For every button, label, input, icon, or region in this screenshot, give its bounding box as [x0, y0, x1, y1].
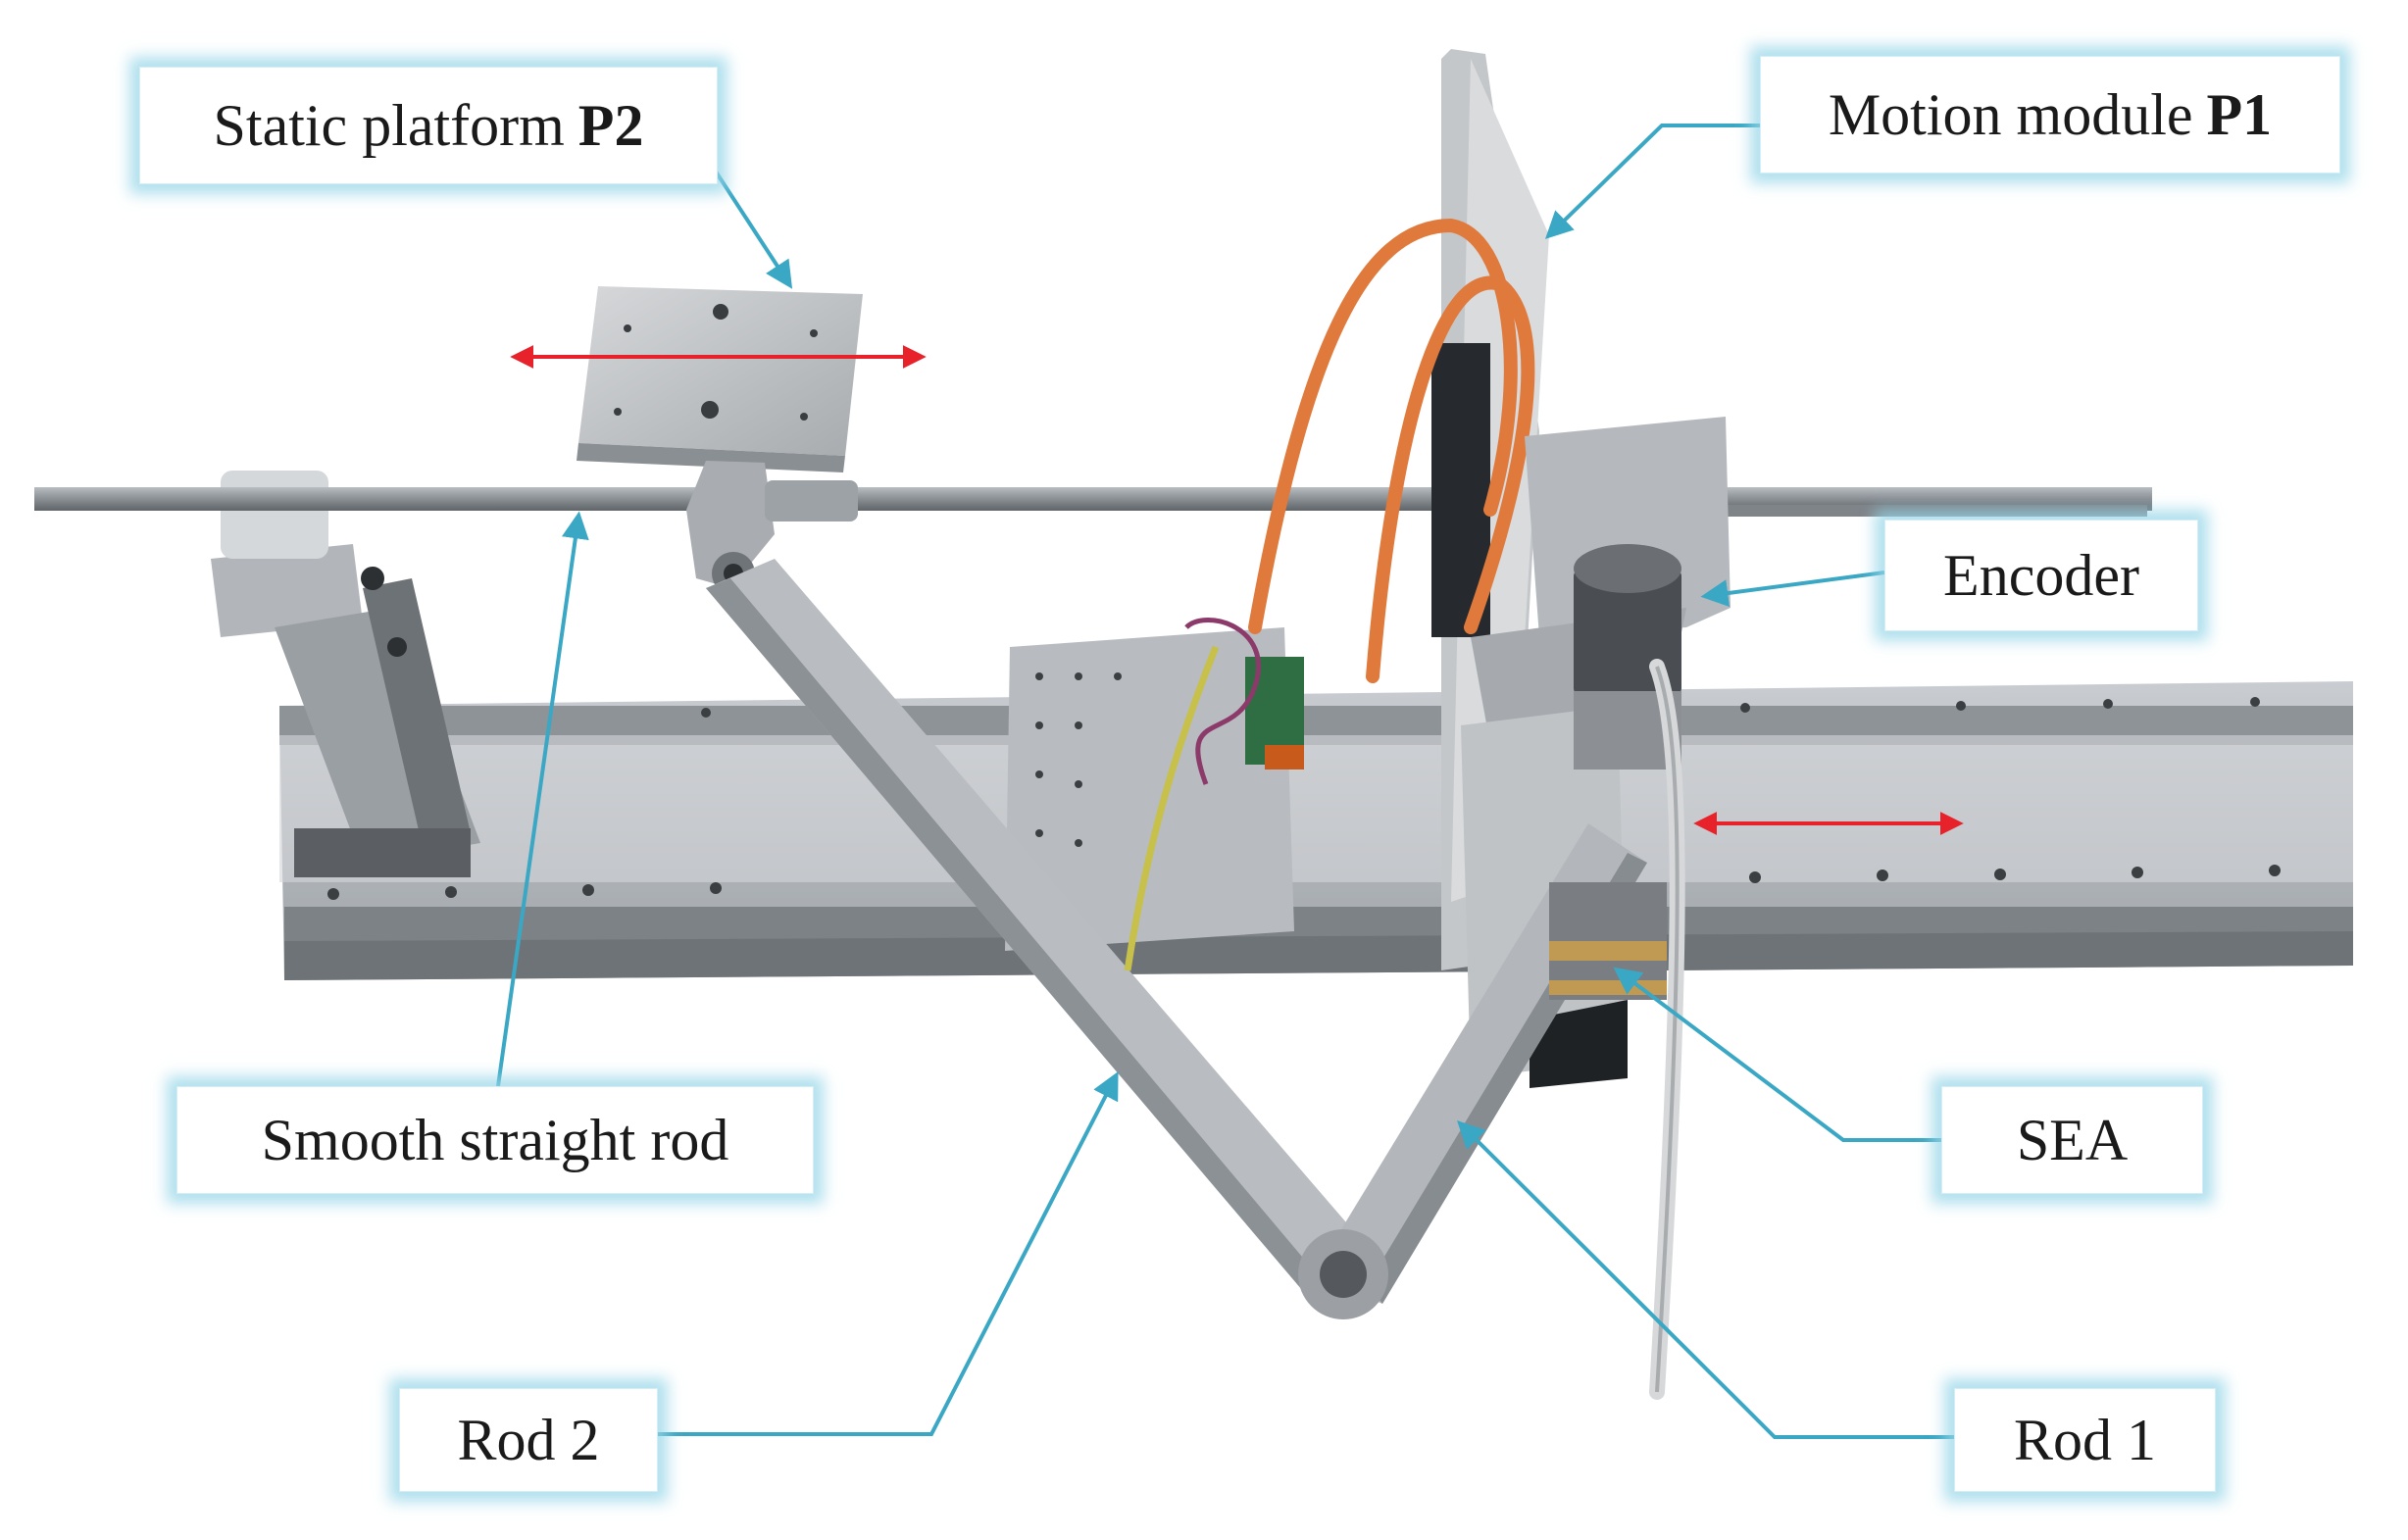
- leader-encoder: [1700, 571, 1885, 607]
- sea-spring: [1549, 882, 1667, 1000]
- leader-static-platform: [714, 170, 793, 289]
- label-sea: SEA: [1941, 1086, 2203, 1194]
- leader-rod1: [1457, 1120, 1954, 1439]
- leader-smooth-rod: [496, 511, 589, 1087]
- leader-motion-module: [1544, 124, 1760, 239]
- label-rod2: Rod 2: [399, 1388, 658, 1492]
- leader-rod2: [657, 1071, 1119, 1436]
- label-encoder: Encoder: [1884, 520, 2198, 631]
- label-rod1: Rod 1: [1954, 1388, 2216, 1492]
- left-stand: [211, 471, 480, 877]
- control-board: [1245, 343, 1490, 770]
- platform-p2: [577, 286, 863, 595]
- base-rail: [279, 681, 2353, 980]
- label-smooth-rod: Smooth straight rod: [176, 1086, 814, 1194]
- rod-2-arm: [706, 559, 1382, 1304]
- leader-sea: [1613, 967, 1941, 1142]
